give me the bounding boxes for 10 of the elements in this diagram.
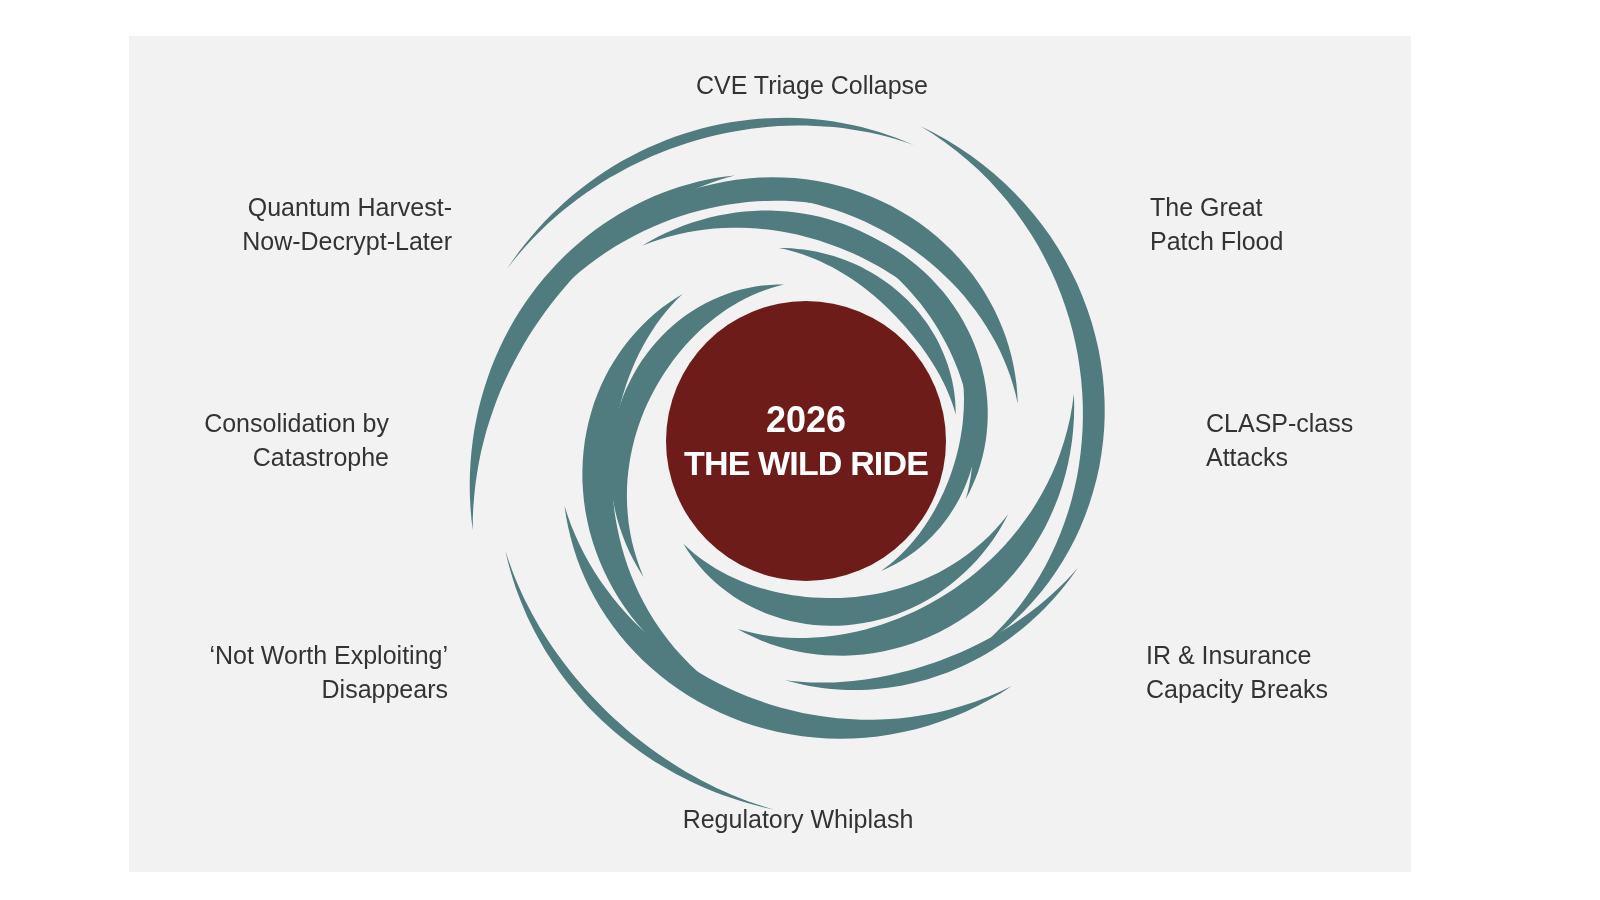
trend-label: IR & Insurance Capacity Breaks <box>1146 640 1330 705</box>
trend-label: The Great Patch Flood <box>1150 192 1285 257</box>
title-text: THE WILD RIDE <box>684 443 928 485</box>
trend-label: ‘Not Worth Exploiting’ Disappears <box>208 640 448 705</box>
trend-label: Quantum Harvest-Now-Decrypt-Later <box>241 192 452 257</box>
trend-label: CVE Triage Collapse <box>694 70 930 101</box>
year-text: 2026 <box>765 398 847 443</box>
trend-label: CLASP-class Attacks <box>1206 408 1355 473</box>
trend-label: Consolidation by Catastrophe <box>204 408 389 473</box>
trend-label: Regulatory Whiplash <box>681 804 915 835</box>
